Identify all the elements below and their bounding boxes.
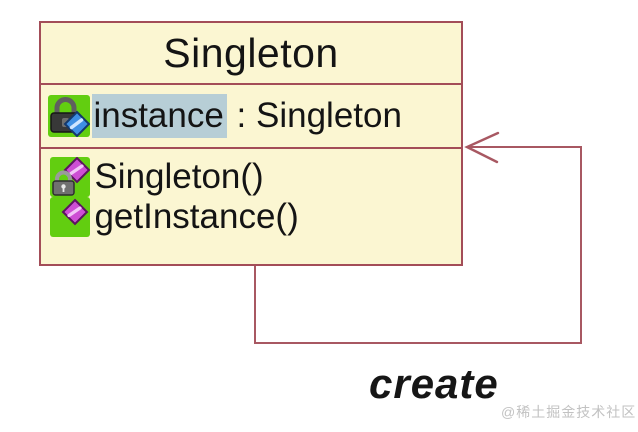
field-name: instance <box>92 94 227 138</box>
method-label: getInstance() <box>94 197 299 236</box>
watermark: @稀土掘金技术社区 <box>501 404 637 420</box>
fields-compartment: instance : Singleton <box>41 85 461 149</box>
method-row-getinstance[interactable]: getInstance() <box>50 197 461 237</box>
class-box-singleton[interactable]: Singleton instance : Singleton <box>39 21 463 266</box>
methods-compartment: Singleton() getInstance() <box>41 149 461 237</box>
field-row-instance[interactable]: instance : Singleton <box>48 94 402 138</box>
static-private-field-icon <box>48 59 92 173</box>
method-row-constructor[interactable]: Singleton() <box>50 157 461 197</box>
association-label: create <box>369 360 499 407</box>
private-constructor-icon <box>50 121 94 233</box>
field-type: : Singleton <box>226 96 402 135</box>
open-arrowhead-icon <box>464 131 500 164</box>
static-method-icon <box>50 161 94 273</box>
class-title: Singleton <box>41 23 461 85</box>
method-label: Singleton() <box>94 157 264 196</box>
